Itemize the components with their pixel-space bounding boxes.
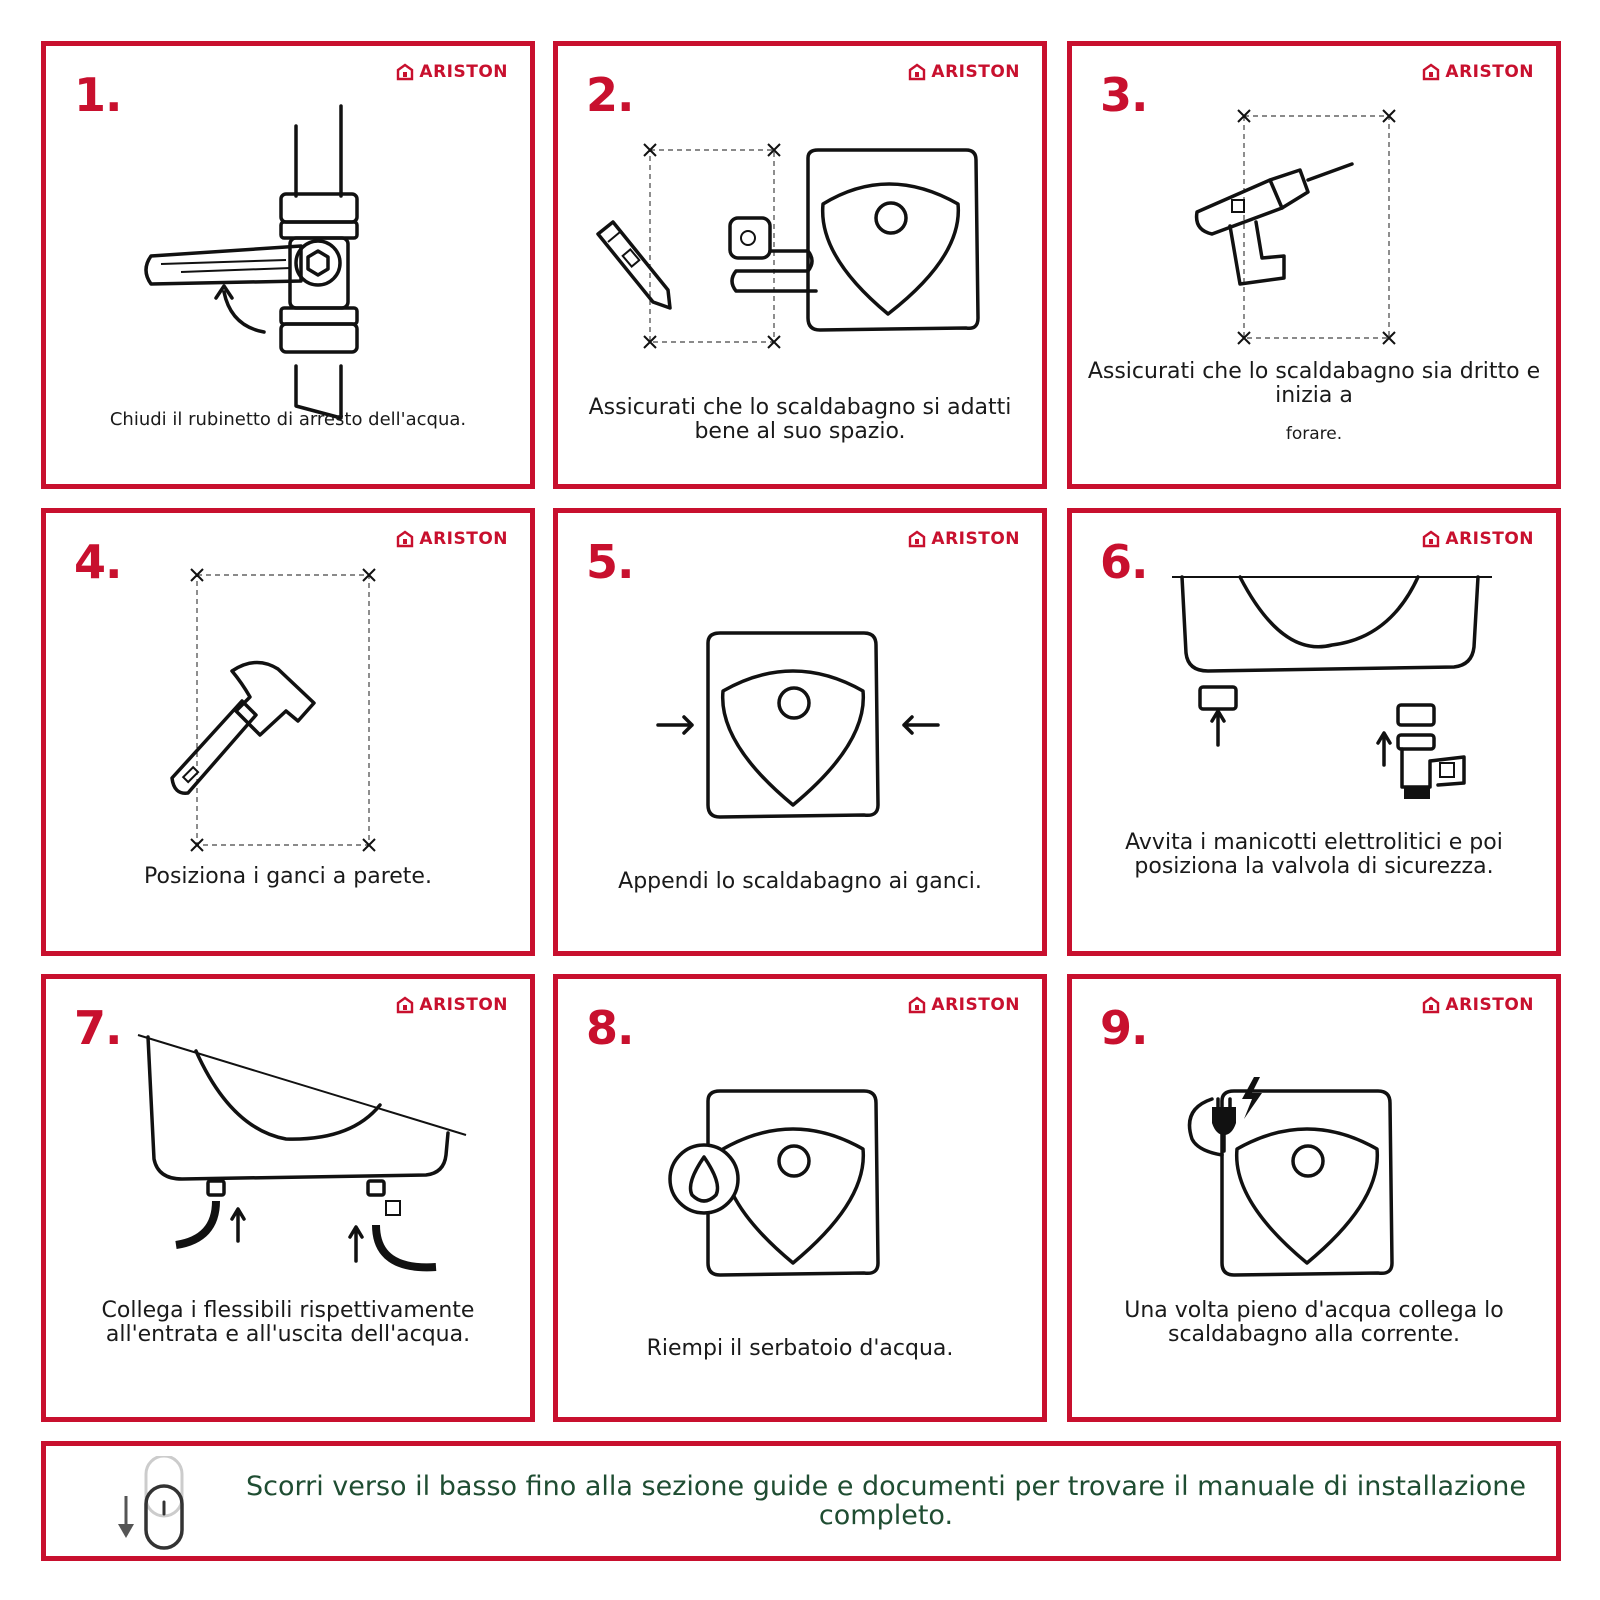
fittings-illustration	[1172, 575, 1492, 799]
house-icon	[1423, 63, 1440, 81]
step-caption: Avvita i manicotti elettrolitici e poi p…	[1125, 830, 1503, 879]
step-panel-1: 1. ARISTON Chiudi il rubinetto di arrest…	[41, 41, 535, 489]
step-caption-sub: forare.	[1285, 424, 1343, 444]
step-number: 3.	[1100, 68, 1148, 122]
step-caption: Appendi lo scaldabagno ai ganci.	[618, 869, 982, 894]
water-drop-icon	[668, 1143, 740, 1215]
step-number: 4.	[74, 535, 122, 589]
step-panel-3: 3. ARISTON Assicurati che lo scaldabagno…	[1067, 41, 1561, 489]
power-plug-icon	[1187, 1077, 1262, 1157]
measure-space-illustration	[596, 143, 980, 349]
arrow-left-icon	[902, 715, 940, 735]
mouse-scroll-icon	[118, 1456, 184, 1550]
step-number: 8.	[586, 1001, 634, 1055]
fitting-icon	[1198, 685, 1238, 747]
house-icon	[397, 530, 414, 548]
step-panel-5: 5. ARISTON Appendi lo scaldabagno ai gan…	[553, 508, 1047, 956]
step-number: 2.	[586, 68, 634, 122]
hose-icon	[348, 1179, 437, 1272]
house-icon	[1423, 530, 1440, 548]
step-caption: Collega i flessibili rispettivamente all…	[101, 1298, 475, 1347]
water-heater-icon	[1187, 1077, 1394, 1277]
step-panel-4: 4. ARISTON Posiziona i ganci a parete.	[41, 508, 535, 956]
step-panel-8: 8. ARISTON Riempi il serbatoio d'acqua.	[553, 974, 1047, 1422]
step-number: 5.	[586, 535, 634, 589]
ariston-logo: ARISTON	[396, 62, 508, 82]
step-panel-2: 2. ARISTON Assicurati che lo scaldabagno…	[553, 41, 1047, 489]
ariston-logo: ARISTON	[396, 529, 508, 549]
step-caption: Posiziona i ganci a parete.	[144, 864, 432, 889]
step-number: 6.	[1100, 535, 1148, 589]
step-panel-6: 6. ARISTON Avvita i manicotti elettrolit…	[1067, 508, 1561, 956]
house-icon	[397, 63, 414, 81]
tape-measure-icon	[728, 216, 818, 293]
footer-text: Scorri verso il basso fino alla sezione …	[245, 1471, 1526, 1531]
hammer-illustration	[170, 568, 376, 852]
hose-icon	[175, 1179, 246, 1249]
water-heater-icon	[668, 1089, 880, 1277]
ariston-logo: ARISTON	[1422, 529, 1534, 549]
ball-valve-icon	[144, 104, 359, 420]
ariston-logo: ARISTON	[908, 62, 1020, 82]
step-number: 1.	[74, 68, 122, 122]
water-heater-icon	[656, 631, 940, 819]
house-icon	[1423, 996, 1440, 1014]
footer-banner: Scorri verso il basso fino alla sezione …	[41, 1441, 1561, 1561]
step-caption: Una volta pieno d'acqua collega lo scald…	[1124, 1298, 1504, 1347]
step-panel-7: 7. ARISTON Collega i flessibili rispetti…	[41, 974, 535, 1422]
water-heater-icon	[806, 148, 980, 332]
step-caption: Chiudi il rubinetto di arresto dell'acqu…	[109, 409, 467, 430]
hammer-icon	[170, 660, 316, 795]
step-caption: Assicurati che lo scaldabagno si adatti …	[588, 395, 1012, 444]
step-number: 9.	[1100, 1001, 1148, 1055]
house-icon	[909, 63, 926, 81]
drill-illustration	[1194, 109, 1396, 345]
hoses-illustration	[137, 1034, 467, 1272]
step-caption: Assicurati che lo scaldabagno sia dritto…	[1082, 360, 1546, 446]
ariston-logo: ARISTON	[1422, 62, 1534, 82]
ariston-logo: ARISTON	[908, 995, 1020, 1015]
ariston-logo: ARISTON	[908, 529, 1020, 549]
ariston-logo: ARISTON	[396, 995, 508, 1015]
house-icon	[909, 530, 926, 548]
arrow-right-icon	[656, 715, 694, 735]
house-icon	[397, 996, 414, 1014]
safety-valve-icon	[1376, 703, 1466, 799]
step-number: 7.	[74, 1001, 122, 1055]
ariston-logo: ARISTON	[1422, 995, 1534, 1015]
pencil-icon	[596, 220, 672, 310]
drill-icon	[1194, 162, 1354, 286]
step-panel-9: 9. ARISTON Una volta pieno d'acqua colle…	[1067, 974, 1561, 1422]
step-caption: Riempi il serbatoio d'acqua.	[646, 1336, 954, 1361]
house-icon	[909, 996, 926, 1014]
